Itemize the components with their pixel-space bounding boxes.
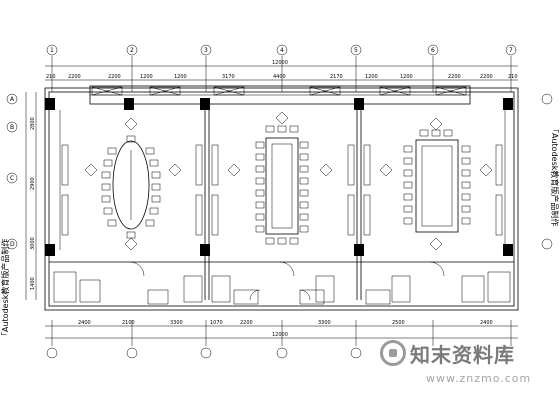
row-label: A [10,96,15,103]
axis-label: 7 [509,47,513,54]
bottom-service-rooms [49,261,514,305]
top-axis-bubbles: 1 2 3 4 5 6 7 [46,44,517,56]
left-dimension: 2800 [30,117,36,130]
bottom-dimension: 3300 [170,320,183,326]
top-dimensions: 12000 210 2200 2200 1200 1200 3170 4400 … [45,56,518,92]
left-dimension: 2900 [30,177,36,190]
watermark-url: www.znzmo.com [426,372,532,385]
right-side-annotation: 「Autodesk教育版产品制作 [550,125,560,226]
axis-label: 1 [50,47,54,54]
room-b-table [265,137,299,235]
room-c-chairs [403,129,471,225]
row-label: B [10,124,14,131]
bottom-dimension: 1070 [210,320,223,326]
outer-walls [44,85,519,311]
row-label: D [10,241,15,248]
watermark-brand: 知末资料库 [410,343,515,367]
right-axis-bubbles [541,93,553,250]
left-side-annotation: 「Autodesk教育版产品制作 [0,239,10,340]
bottom-dimensions: 2400 2100 3300 1070 2200 3300 2500 2400 … [45,320,518,346]
top-dimension: 210 [46,74,56,80]
axis-label: 3 [204,47,208,54]
partition-walls [59,110,506,300]
bottom-dimension: 2400 [78,320,91,326]
top-dimension: 2200 [108,74,121,80]
axis-label: 6 [431,47,435,54]
top-dimension: 1200 [174,74,187,80]
top-total-dimension: 12000 [272,60,288,66]
window-frames [91,86,467,96]
bottom-dimension: 2400 [480,320,493,326]
top-dimension: 3170 [222,74,235,80]
room-b-chairs [255,125,309,245]
top-dimension: 2200 [448,74,461,80]
bottom-dimension: 2200 [240,320,253,326]
bottom-dimension: 3300 [318,320,331,326]
bottom-dimension: 2500 [392,320,405,326]
top-dimension: 1200 [400,74,413,80]
top-dimension: 1200 [365,74,378,80]
bottom-total-dimension: 12000 [272,332,288,338]
left-dimensions: 2800 2900 3000 1400 [25,92,37,300]
top-dimension: 2200 [68,74,81,80]
top-dimension: 4400 [273,74,286,80]
room-a-chairs [101,135,161,239]
wall-cabinets [61,144,503,236]
axis-label: 5 [354,47,358,54]
brand-logo-icon [380,340,406,366]
row-label: C [10,175,14,182]
left-axis-bubbles: A B C D [6,93,18,250]
top-dimension: 1200 [140,74,153,80]
elevation-markers [84,111,493,251]
top-dimension: 2200 [480,74,493,80]
axis-label: 4 [280,47,284,54]
left-dimension: 1400 [30,277,36,290]
top-dimension: 210 [508,74,518,80]
axis-label: 2 [130,47,134,54]
left-dimension: 3000 [30,237,36,250]
top-dimension: 2170 [330,74,343,80]
bottom-dimension: 2100 [122,320,135,326]
room-c-table [415,139,459,233]
bottom-axis-bubbles [46,347,362,359]
room-a-table [112,140,150,230]
